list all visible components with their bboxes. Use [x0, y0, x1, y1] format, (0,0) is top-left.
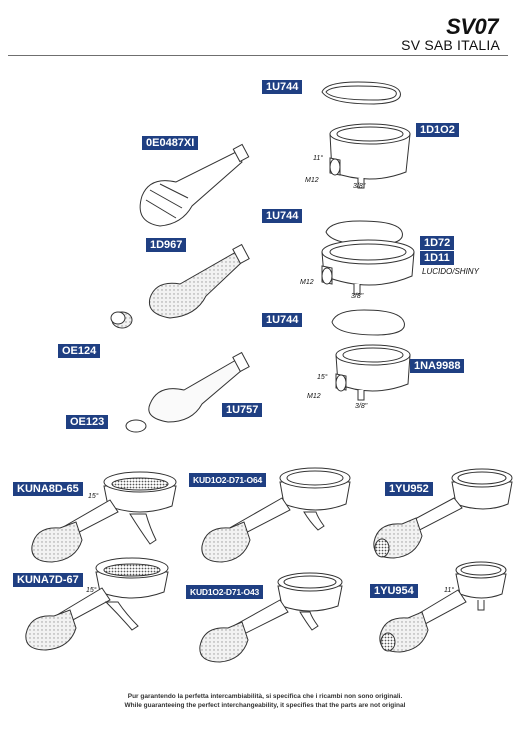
knob-handle — [148, 243, 250, 319]
label-finish-name: LUCIDO/SHINY — [422, 267, 479, 276]
dim-thread-2: M12 — [300, 279, 314, 286]
portafilter-1 — [31, 471, 177, 563]
group-head-1 — [329, 123, 411, 189]
label-gasket-2: 1U744 — [262, 209, 303, 223]
label-knob: 1D967 — [146, 238, 187, 252]
dim-size-2: 3/8" — [351, 293, 364, 300]
dim-thread-1: M12 — [305, 177, 319, 184]
cap-part — [110, 311, 133, 329]
dim-angle-1: 11° — [313, 155, 324, 162]
label-filter-5: KUD1O2-D71-O43 — [186, 585, 264, 599]
brand-name: SV SAB ITALIA — [401, 37, 500, 53]
plug-part — [125, 419, 147, 433]
footer-english: While guaranteeing the perfect interchan… — [124, 702, 406, 709]
footer-italian: Pur garantendo la perfetta intercambiabi… — [127, 693, 403, 700]
dim-angle-f6: 11° — [444, 587, 455, 594]
label-filter-3: 1YU952 — [385, 482, 433, 496]
label-filter-1: KUNA8D-65 — [13, 482, 83, 496]
label-lever: 1U757 — [222, 403, 263, 417]
gasket-ring-3 — [331, 309, 405, 336]
label-gasket-3: 1U744 — [262, 313, 303, 327]
label-filter-6: 1YU954 — [370, 584, 418, 598]
portafilter-6 — [379, 561, 507, 653]
label-filter-2: KUD1O2-D71-O64 — [189, 473, 267, 487]
dim-thread-3: M12 — [307, 393, 321, 400]
dim-size-3: 3/8" — [355, 403, 368, 410]
dim-angle-f4: 15° — [86, 587, 97, 594]
label-finish-code: 1D11 — [420, 251, 454, 265]
label-cap: OE124 — [58, 344, 101, 358]
label-group-1: 1D1O2 — [416, 123, 459, 137]
label-ring-2: 1D72 — [420, 236, 455, 250]
dim-size-1: 3/8" — [353, 183, 366, 190]
handle-grip — [139, 143, 250, 227]
lever-handle — [148, 351, 250, 423]
portafilter-5 — [199, 572, 343, 663]
label-gasket-1: 1U744 — [262, 80, 303, 94]
label-group-3: 1NA9988 — [410, 359, 465, 373]
portafilter-3 — [373, 468, 513, 559]
portafilter-4 — [25, 557, 169, 651]
dim-angle-f1: 15° — [88, 493, 99, 500]
group-head-2 — [321, 239, 415, 295]
dim-angle-3: 15° — [317, 374, 328, 381]
model-code: SV07 — [446, 14, 498, 39]
label-filter-4: KUNA7D-67 — [13, 573, 83, 587]
label-plug: OE123 — [66, 415, 109, 429]
group-head-3 — [335, 344, 411, 401]
gasket-ring-1 — [321, 81, 401, 105]
portafilter-2 — [201, 467, 351, 563]
header-divider — [8, 55, 508, 56]
label-handle: 0E0487XI — [142, 136, 199, 150]
